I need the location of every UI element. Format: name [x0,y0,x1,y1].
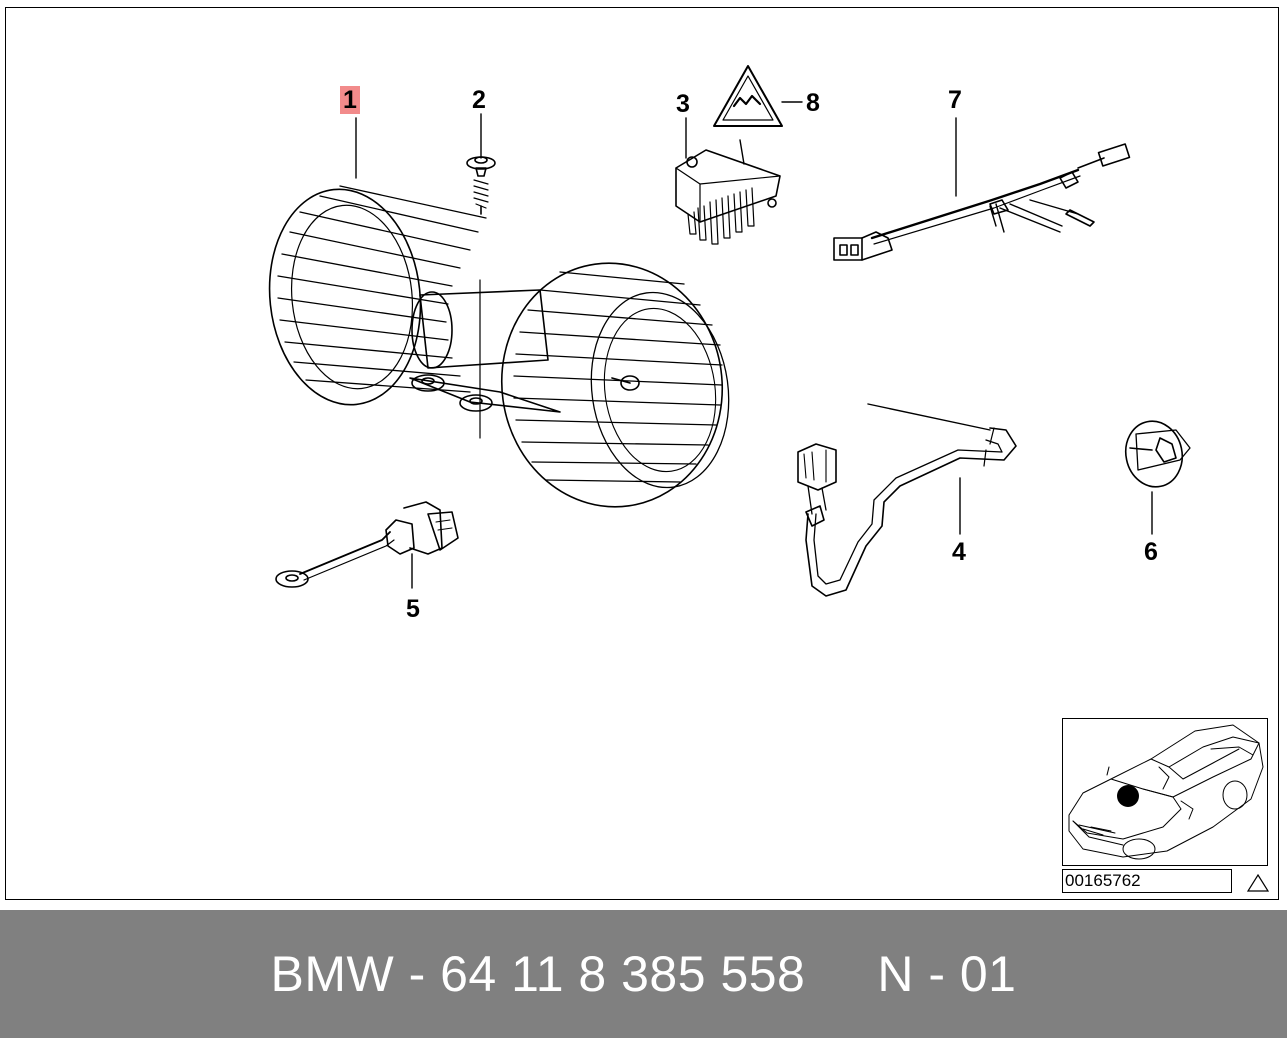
diagram-frame [5,7,1279,900]
vehicle-location-inset [1062,718,1268,866]
wiring-harness-part-7[interactable] [833,117,1131,261]
warning-triangle-icon[interactable] [713,65,803,127]
callout-5: 5 [406,595,420,623]
car-outline-icon [1068,724,1264,860]
callout-3: 3 [676,90,690,118]
ground-cable-part-5[interactable] [275,501,459,589]
screw-part-2[interactable] [466,113,496,215]
cap-part-6[interactable] [1120,416,1191,535]
callout-2: 2 [472,86,486,114]
callout-7: 7 [948,86,962,114]
revision-triangle-icon [1246,873,1270,892]
location-marker [1117,785,1139,807]
temperature-sensor-part-4[interactable] [797,403,1017,597]
callout-6: 6 [1144,538,1158,566]
callout-4: 4 [952,538,966,566]
diagram-code: 00165762 [1062,869,1232,893]
callout-1: 1 [340,86,360,114]
part-number-caption: BMW - 64 11 8 385 558 N - 01 [270,946,1017,1002]
blower-motor-part-1[interactable] [259,117,741,521]
footer-bar: BMW - 64 11 8 385 558 N - 01 [0,910,1287,1038]
resistor-part-3[interactable] [675,117,781,245]
callout-8: 8 [806,89,820,117]
parts-diagram [259,65,1191,597]
